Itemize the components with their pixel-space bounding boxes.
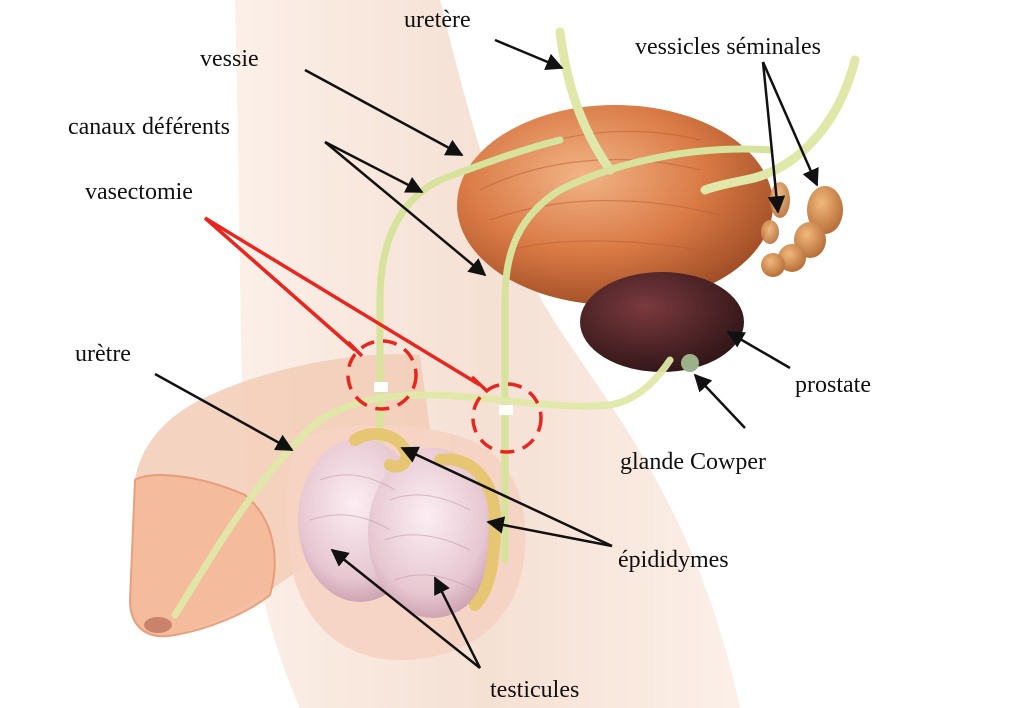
- urethra: [171, 356, 674, 619]
- arrow-canaux-1: [324, 140, 424, 194]
- seminal-vesicles: [761, 182, 843, 277]
- urethral-opening: [144, 617, 172, 633]
- arrow-uretre: [154, 372, 294, 452]
- arrow-canaux-2: [324, 141, 487, 277]
- vas-cut-gap-left: [374, 382, 388, 392]
- label-vesicules-seminales: vessicles séminales: [635, 34, 821, 60]
- label-epididymes: épididymes: [618, 547, 729, 573]
- arrow-epididymes-1: [400, 446, 613, 548]
- arrow-vesicules-1: [761, 61, 786, 214]
- arrow-uretere: [494, 38, 564, 71]
- vas-deferens-left: [376, 136, 564, 449]
- arrow-cowper: [693, 373, 746, 429]
- label-vessie: vessie: [200, 46, 259, 72]
- arrow-testicules-2: [433, 576, 482, 669]
- prostate: [580, 272, 744, 372]
- vasectomy-pointers: [203, 216, 490, 394]
- vasectomy-site-left: [346, 339, 418, 411]
- arrow-vesicules-2: [761, 61, 819, 187]
- ureter-right: [700, 55, 860, 195]
- pointer-arrows: [154, 38, 819, 669]
- label-vasectomie: vasectomie: [85, 179, 193, 205]
- vasectomy-site-right: [471, 382, 543, 454]
- testicle-texture: [309, 474, 476, 591]
- bladder-fibers: [479, 130, 731, 256]
- arrow-epididymes-2: [486, 516, 613, 548]
- label-testicules: testicules: [490, 677, 579, 703]
- label-canaux-deferents: canaux déférents: [68, 114, 230, 140]
- ureter-left: [555, 27, 615, 175]
- label-uretre: urètre: [75, 341, 131, 367]
- cowper-gland: [681, 354, 699, 372]
- label-uretere: uretère: [404, 7, 471, 33]
- vas-deferens-right: [501, 145, 774, 564]
- testicle-front: [368, 448, 498, 618]
- label-glande-cowper: glande Cowper: [620, 449, 766, 475]
- arrow-vessie: [304, 68, 464, 157]
- label-prostate: prostate: [795, 372, 871, 398]
- vas-cut-gap-right: [499, 405, 513, 415]
- arrow-testicules-1: [330, 548, 481, 669]
- arrow-prostate: [726, 330, 791, 370]
